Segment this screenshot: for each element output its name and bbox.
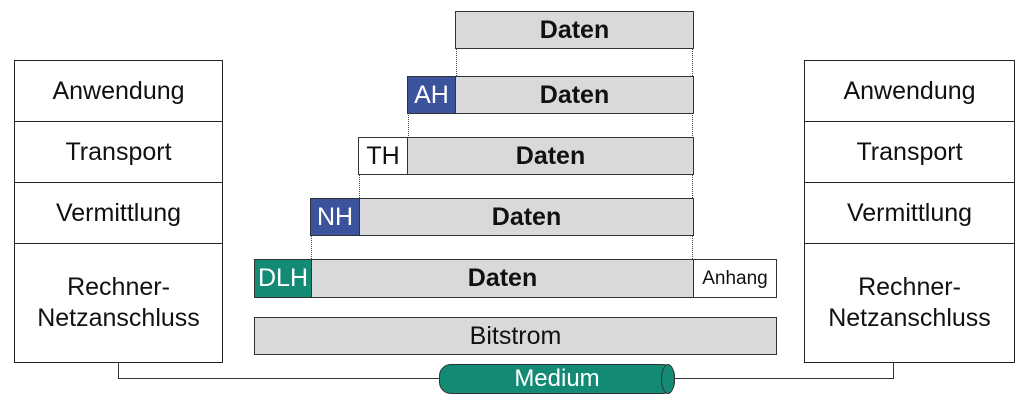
data-link-header-label: DLH <box>257 264 308 292</box>
left-layer-host-to-network-label-line2: Netzanschluss <box>37 303 200 332</box>
right-layer-application-label: Anwendung <box>843 76 976 105</box>
medium-wire-left <box>118 362 444 379</box>
network-header-label: NH <box>316 202 354 231</box>
medium-wire-right <box>668 362 894 379</box>
left-layer-network-label: Vermittlung <box>55 198 182 227</box>
right-layer-application: Anwendung <box>805 61 1014 122</box>
application-layer-data-label: Daten <box>539 80 610 109</box>
transport-header-block: TH <box>358 137 408 175</box>
medium-label: Medium <box>514 365 600 392</box>
data-link-layer-data-block: Daten <box>311 259 694 298</box>
right-layer-transport-label: Transport <box>856 137 963 166</box>
data-link-layer-data-label: Daten <box>467 264 538 292</box>
transport-layer-data-block: Daten <box>407 137 694 175</box>
guide-line-th-left <box>359 175 360 198</box>
transport-header-label: TH <box>366 141 400 170</box>
data-link-trailer-label: Anhang <box>702 267 768 289</box>
left-protocol-stack: Anwendung Transport Vermittlung Rechner-… <box>14 60 223 363</box>
medium-cable: Medium <box>439 364 675 394</box>
left-layer-transport: Transport <box>15 122 222 183</box>
application-header-block: AH <box>407 76 456 114</box>
left-layer-network: Vermittlung <box>15 183 222 244</box>
application-header-label: AH <box>414 80 449 109</box>
bitstream-label: Bitstrom <box>469 321 562 350</box>
left-layer-host-to-network-label-line1: Rechner- <box>67 273 170 301</box>
bitstream-block: Bitstrom <box>254 317 777 355</box>
guide-line-ah-right <box>692 113 693 138</box>
right-protocol-stack: Anwendung Transport Vermittlung Rechner-… <box>804 60 1015 363</box>
application-data-label: Daten <box>539 15 610 44</box>
guide-line-data-left <box>456 48 457 76</box>
right-layer-network-label: Vermittlung <box>846 198 973 227</box>
right-layer-host-to-network-label-line1: Rechner- <box>858 273 961 301</box>
guide-line-data-right <box>692 48 693 76</box>
data-link-header-block: DLH <box>254 259 312 298</box>
guide-line-nh-right <box>692 236 693 259</box>
left-layer-host-to-network: Rechner- Netzanschluss <box>15 244 222 361</box>
left-layer-application: Anwendung <box>15 61 222 122</box>
guide-line-th-right <box>692 175 693 198</box>
network-layer-data-label: Daten <box>491 202 562 231</box>
medium-cable-end-cap <box>661 364 675 394</box>
guide-line-ah-left <box>408 113 409 138</box>
data-link-trailer-block: Anhang <box>693 259 777 298</box>
right-layer-transport: Transport <box>805 122 1014 183</box>
guide-line-nh-left <box>311 236 312 259</box>
right-layer-host-to-network-label-line2: Netzanschluss <box>828 303 991 332</box>
network-layer-data-block: Daten <box>359 198 694 236</box>
right-layer-network: Vermittlung <box>805 183 1014 244</box>
left-layer-transport-label: Transport <box>65 137 172 166</box>
application-layer-data-block: Daten <box>455 76 694 114</box>
right-layer-host-to-network: Rechner- Netzanschluss <box>805 244 1014 361</box>
application-data-block: Daten <box>455 11 694 49</box>
left-layer-application-label: Anwendung <box>52 76 185 105</box>
network-header-block: NH <box>310 198 360 236</box>
transport-layer-data-label: Daten <box>515 141 586 170</box>
